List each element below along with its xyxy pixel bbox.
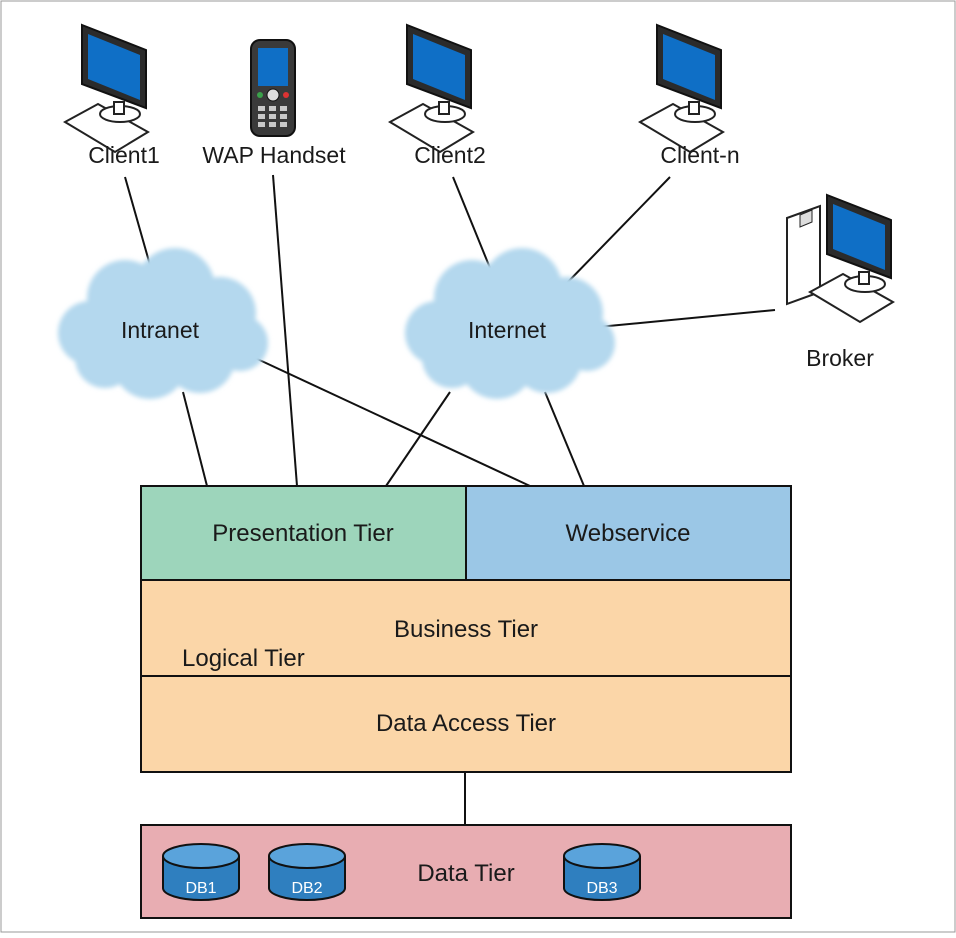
client1-label: Client1 xyxy=(88,142,160,168)
link-client1-intranet xyxy=(124,176,151,266)
monitor-icon xyxy=(389,24,474,153)
db2-label: DB2 xyxy=(291,880,322,897)
link-internet-presentation xyxy=(385,391,451,487)
mobile-phone-icon xyxy=(250,39,296,137)
client2-label: Client2 xyxy=(414,142,486,168)
connection-lines xyxy=(124,174,776,825)
webservice-label: Webservice xyxy=(566,520,691,547)
internet-label: Internet xyxy=(468,317,547,343)
data-access-tier-box xyxy=(140,675,792,773)
db3-label: DB3 xyxy=(586,880,617,897)
wap-handset-label: WAP Handset xyxy=(202,142,346,168)
broker-label: Broker xyxy=(806,345,874,371)
link-intranet-webservice xyxy=(237,349,531,487)
presentation-tier-label: Presentation Tier xyxy=(212,520,393,547)
clientn-label: Client-n xyxy=(660,142,739,168)
desktop-tower-icon xyxy=(786,194,894,323)
db1-label: DB1 xyxy=(185,880,216,897)
link-client2-internet xyxy=(452,176,491,269)
link-wap-presentation xyxy=(272,174,298,487)
business-tier-box xyxy=(140,579,792,677)
monitor-icon xyxy=(639,24,724,153)
data-tier-label: Data Tier xyxy=(417,860,514,887)
monitor-icon xyxy=(64,24,149,153)
link-internet-webservice xyxy=(544,391,585,487)
intranet-label: Intranet xyxy=(121,317,200,343)
webservice-box xyxy=(465,485,792,581)
data-access-tier-label: Data Access Tier xyxy=(376,710,556,737)
link-internet-broker xyxy=(597,309,776,328)
business-tier-label: Business Tier xyxy=(394,616,538,643)
link-clientn-internet xyxy=(564,176,671,286)
logical-tier-label: Logical Tier xyxy=(182,645,305,672)
link-intranet-presentation xyxy=(182,391,208,487)
data-tier-box xyxy=(140,824,792,919)
